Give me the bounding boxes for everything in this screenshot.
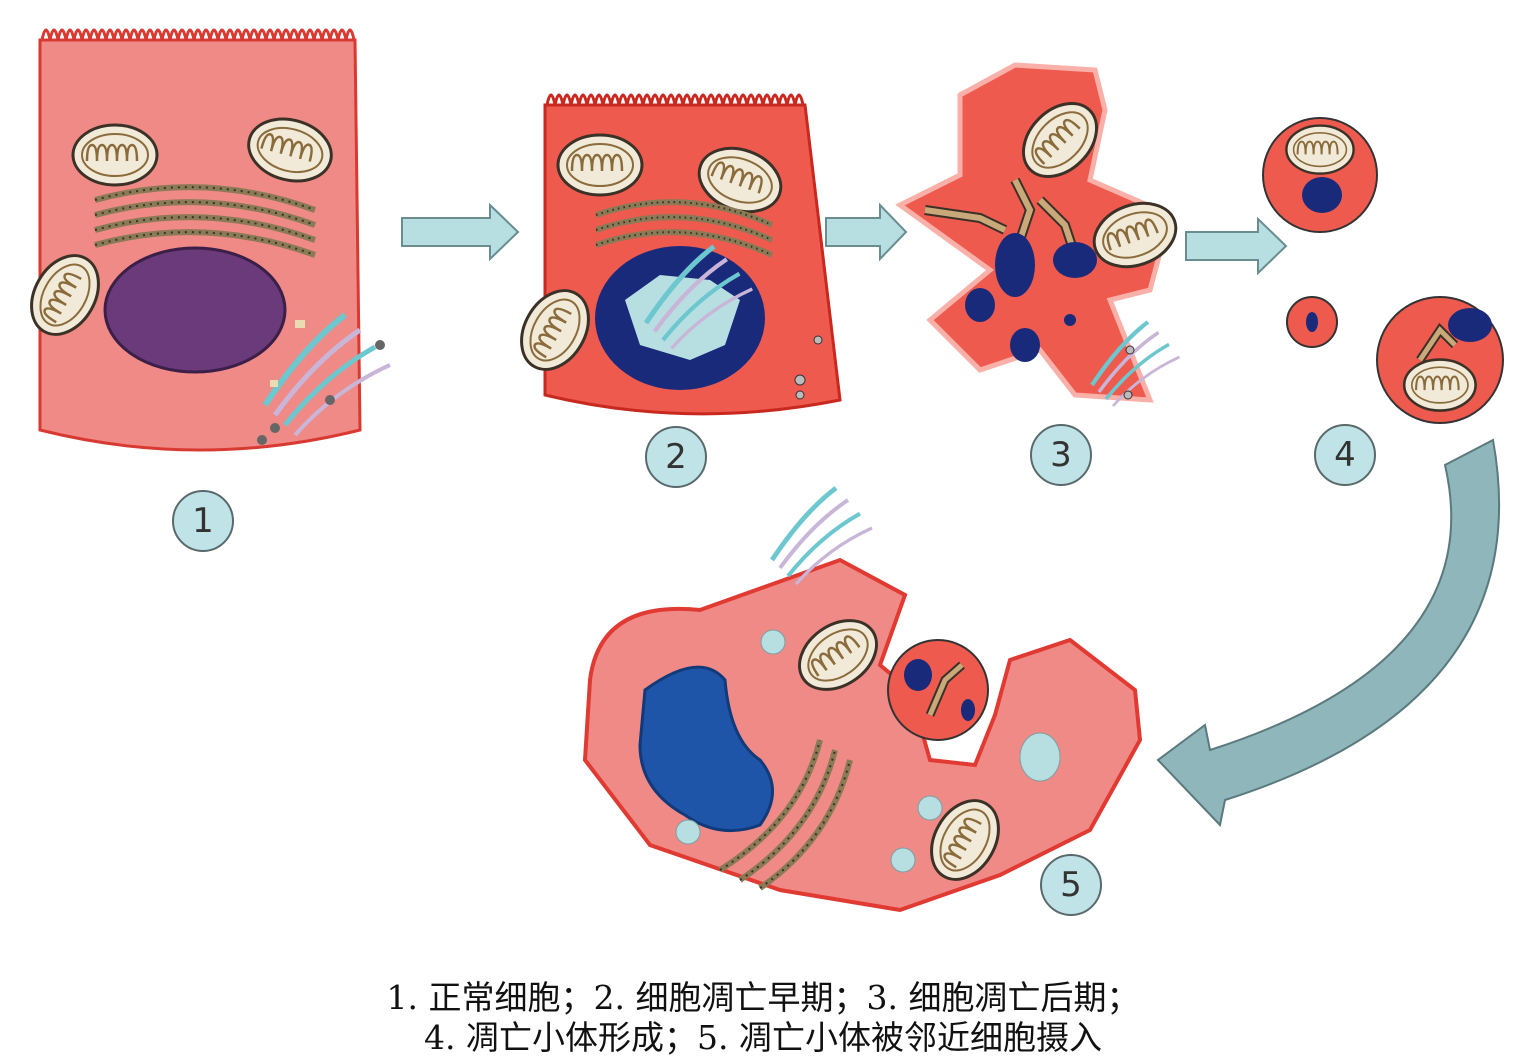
late-apoptotic-cell	[895, 62, 1187, 406]
stage-number: 5	[1060, 865, 1082, 905]
normal-cell	[16, 28, 390, 452]
stage-badge-3: 3	[1030, 424, 1092, 486]
arrow-1-to-2	[401, 202, 520, 262]
phagocyte-cell	[582, 488, 1143, 913]
apoptosis-diagram	[16, 28, 1504, 913]
apoptotic-bodies	[1262, 117, 1504, 424]
stage-number: 3	[1050, 435, 1072, 475]
caption-line-2: 4. 凋亡小体形成；5. 凋亡小体被邻近细胞摄入	[424, 1018, 1102, 1057]
figure-caption: 1. 正常细胞；2. 细胞凋亡早期；3. 细胞凋亡后期； 4. 凋亡小体形成；5…	[0, 978, 1526, 1058]
arrow-3-to-4	[1185, 216, 1288, 276]
stage-number: 2	[665, 437, 687, 477]
stage-badge-4: 4	[1314, 424, 1376, 486]
arrow-2-to-3	[825, 202, 908, 262]
caption-line-1: 1. 正常细胞；2. 细胞凋亡早期；3. 细胞凋亡后期；	[386, 978, 1140, 1017]
stage-number: 4	[1334, 435, 1356, 475]
stage-badge-5: 5	[1040, 854, 1102, 916]
stage-badge-2: 2	[645, 426, 707, 488]
early-apoptotic-cell	[506, 93, 842, 416]
nucleus-normal	[103, 246, 287, 374]
stage-badge-1: 1	[172, 490, 234, 552]
nucleus-phagocyte	[638, 665, 774, 833]
stage-number: 1	[192, 501, 214, 541]
arrow-4-to-5	[1156, 438, 1501, 828]
